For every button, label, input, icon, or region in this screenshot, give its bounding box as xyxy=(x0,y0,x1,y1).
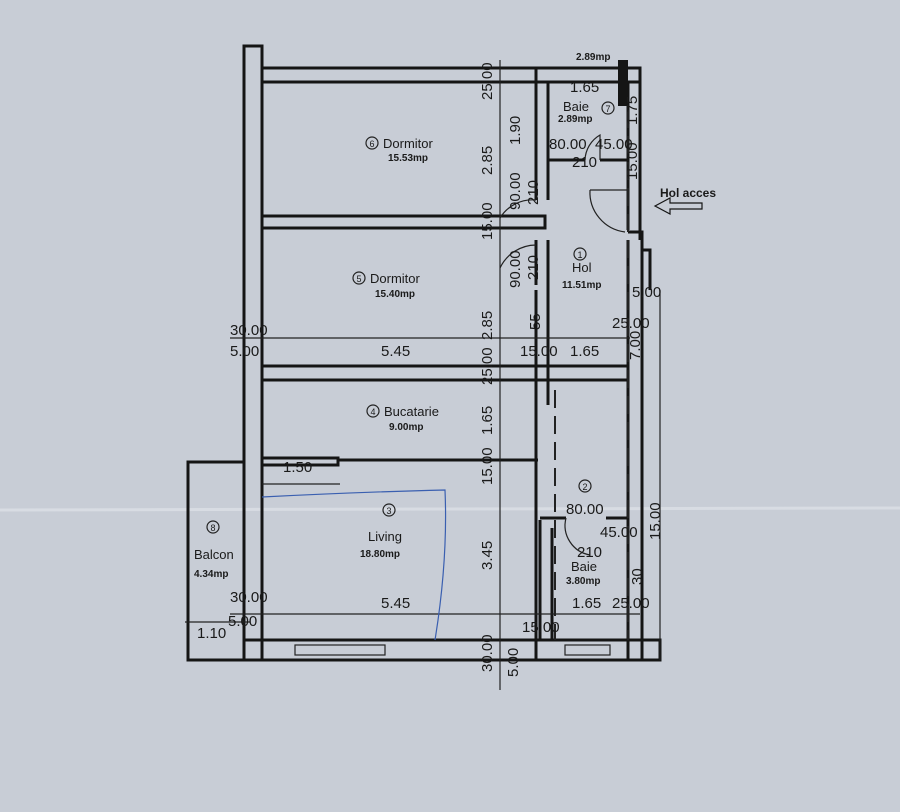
svg-text:15.00: 15.00 xyxy=(479,202,496,240)
svg-text:2.85: 2.85 xyxy=(479,311,496,340)
svg-text:25.00: 25.00 xyxy=(479,62,496,100)
svg-text:90.00: 90.00 xyxy=(507,250,524,288)
svg-text:6: 6 xyxy=(369,139,374,149)
svg-text:1.10: 1.10 xyxy=(197,625,226,642)
svg-text:Hol: Hol xyxy=(572,260,592,275)
svg-text:3.80mp: 3.80mp xyxy=(566,576,600,587)
svg-text:5.00: 5.00 xyxy=(505,648,522,677)
room-3-label: 3 Living 18.80mp xyxy=(360,503,402,560)
arrow-left-icon xyxy=(653,197,703,215)
svg-text:Baie: Baie xyxy=(563,99,589,114)
svg-text:5.00: 5.00 xyxy=(230,343,259,360)
room-5-label: 5 Dormitor 15.40mp xyxy=(352,271,421,300)
svg-text:9.00mp: 9.00mp xyxy=(389,422,423,433)
svg-text:4.34mp: 4.34mp xyxy=(194,569,228,580)
dimension-labels: 1.65 1.75 80.00 45.00 210 15.00 25.00 2.… xyxy=(197,62,664,677)
svg-text:80.00: 80.00 xyxy=(566,501,604,518)
svg-text:55: 55 xyxy=(527,313,544,330)
svg-text:7: 7 xyxy=(605,104,610,114)
svg-text:15.00: 15.00 xyxy=(520,343,558,360)
svg-text:5.00: 5.00 xyxy=(228,613,257,630)
svg-text:15.00: 15.00 xyxy=(647,502,664,540)
svg-text:1.65: 1.65 xyxy=(479,406,496,435)
svg-text:210: 210 xyxy=(572,154,597,171)
room-6-label: 6 Dormitor 15.53mp xyxy=(365,136,434,164)
svg-text:5: 5 xyxy=(356,274,361,284)
svg-text:1.65: 1.65 xyxy=(570,79,599,96)
svg-text:Balcon: Balcon xyxy=(194,547,234,562)
svg-text:11.51mp: 11.51mp xyxy=(562,280,601,291)
svg-text:1: 1 xyxy=(577,250,582,260)
svg-text:5.00: 5.00 xyxy=(632,284,661,301)
svg-text:Baie: Baie xyxy=(571,559,597,574)
top-area-note: 2.89mp xyxy=(576,52,610,63)
pen-marking xyxy=(261,489,447,641)
svg-text:210: 210 xyxy=(577,544,602,561)
dimension-lines xyxy=(185,60,661,690)
paper-fold xyxy=(0,506,900,512)
room-4-label: 4 Bucatarie 9.00mp xyxy=(366,404,439,433)
room-2-label: 2 Baie 3.80mp xyxy=(566,479,600,587)
svg-text:30.00: 30.00 xyxy=(479,634,496,672)
svg-text:45.00: 45.00 xyxy=(595,136,633,153)
svg-text:5.45: 5.45 xyxy=(381,343,410,360)
svg-text:30.00: 30.00 xyxy=(230,589,268,606)
svg-text:15.00: 15.00 xyxy=(522,619,560,636)
svg-text:1.65: 1.65 xyxy=(572,595,601,612)
svg-text:25.00: 25.00 xyxy=(612,315,650,332)
room-1-label: 1 Hol 11.51mp xyxy=(562,247,601,291)
svg-text:Dormitor: Dormitor xyxy=(370,271,421,286)
svg-text:1.90: 1.90 xyxy=(507,116,524,145)
svg-text:15.00: 15.00 xyxy=(479,447,496,485)
doors xyxy=(499,133,628,556)
svg-text:80.00: 80.00 xyxy=(549,136,587,153)
room-number-badge xyxy=(365,136,379,150)
svg-text:1.75: 1.75 xyxy=(624,96,641,125)
svg-text:15.53mp: 15.53mp xyxy=(388,153,428,164)
svg-text:1.50: 1.50 xyxy=(283,459,312,476)
svg-text:7.00: 7.00 xyxy=(627,331,644,360)
svg-text:1.65: 1.65 xyxy=(570,343,599,360)
svg-text:2: 2 xyxy=(582,482,587,492)
svg-text:2.85: 2.85 xyxy=(479,146,496,175)
svg-text:8: 8 xyxy=(210,523,215,533)
svg-text:3.45: 3.45 xyxy=(479,541,496,570)
svg-text:30.00: 30.00 xyxy=(230,322,268,339)
svg-text:3: 3 xyxy=(386,506,391,516)
entrance-label: Hol acces xyxy=(660,186,716,200)
svg-text:210: 210 xyxy=(525,180,542,205)
walls xyxy=(186,44,662,662)
svg-text:5.45: 5.45 xyxy=(381,595,410,612)
svg-text:25.00: 25.00 xyxy=(612,595,650,612)
room-8-label: 8 Balcon 4.34mp xyxy=(194,520,234,580)
svg-text:4: 4 xyxy=(370,407,375,417)
entrance-arrow[interactable]: Hol acces xyxy=(653,186,716,215)
svg-text:Bucatarie: Bucatarie xyxy=(384,404,439,419)
svg-text:15.40mp: 15.40mp xyxy=(375,289,415,300)
svg-text:Living: Living xyxy=(368,529,402,544)
room-7-label: Baie 7 2.89mp xyxy=(558,99,615,125)
svg-text:90.00: 90.00 xyxy=(507,172,524,210)
svg-text:45.00: 45.00 xyxy=(600,524,638,541)
svg-text:18.80mp: 18.80mp xyxy=(360,549,400,560)
svg-text:15.00: 15.00 xyxy=(624,142,641,180)
svg-text:2.89mp: 2.89mp xyxy=(558,114,592,125)
svg-text:30: 30 xyxy=(629,568,646,585)
svg-text:Dormitor: Dormitor xyxy=(383,136,434,151)
svg-text:25.00: 25.00 xyxy=(479,347,496,385)
svg-text:210: 210 xyxy=(525,255,542,280)
